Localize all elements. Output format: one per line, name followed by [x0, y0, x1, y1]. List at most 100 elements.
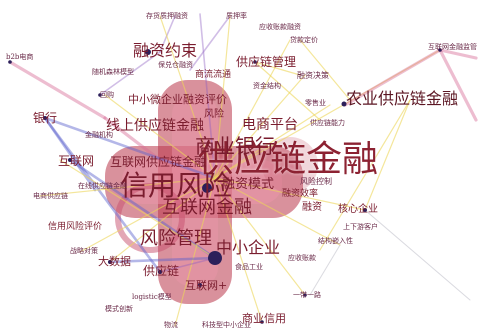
- node-dot: [158, 270, 162, 274]
- node-dot: [68, 158, 72, 162]
- edge: [104, 94, 216, 179]
- node-dot: [145, 49, 151, 55]
- edge: [319, 99, 411, 251]
- cluster-halo: [262, 137, 318, 193]
- keyword-label: 商业银行: [195, 134, 275, 158]
- keyword-label: 贷款定价: [290, 36, 318, 44]
- keyword-label: 供应链管理: [236, 55, 297, 69]
- edge: [309, 244, 341, 296]
- node-dot: [363, 208, 367, 212]
- keyword-label: 互联网金融监管: [428, 43, 477, 51]
- keyword-label: 农业供应链金融: [346, 89, 459, 108]
- edge: [59, 159, 216, 259]
- keyword-label: 供应链金融: [198, 139, 379, 180]
- node-dot: [341, 101, 347, 107]
- node-dot: [108, 260, 112, 264]
- keyword-label: 融资约束: [133, 41, 198, 60]
- edge: [214, 177, 366, 211]
- keyword-label: 融资决策: [297, 71, 329, 80]
- keyword-label: 科技型中小企业: [202, 321, 251, 329]
- keyword-label: 应收账款: [288, 254, 316, 262]
- edge: [159, 15, 176, 53]
- node-dot: [43, 116, 47, 120]
- edge: [364, 99, 411, 211]
- keyword-label: 线上供应链金融: [106, 118, 204, 134]
- keyword-label: 大数据: [98, 255, 131, 268]
- node-dot: [198, 283, 202, 287]
- edge: [438, 48, 478, 122]
- node-dot: [8, 60, 12, 64]
- keyword-label: 零售业: [305, 99, 326, 107]
- edge: [214, 15, 231, 179]
- keyword-label: 资金结构: [253, 82, 281, 90]
- edge: [103, 116, 162, 162]
- node-dot: [253, 60, 257, 64]
- edge: [214, 74, 306, 179]
- keyword-label: 回购: [100, 91, 114, 99]
- edge: [214, 104, 331, 179]
- keyword-label: 电商平台: [242, 117, 298, 133]
- keyword-label: 结构嵌入性: [318, 237, 353, 245]
- keyword-label: 商业信用: [242, 312, 286, 325]
- edge: [199, 13, 216, 179]
- keyword-label: 互联网供应链金融: [110, 155, 207, 169]
- keyword-label: 电商供应链: [33, 192, 68, 200]
- edge: [214, 49, 441, 179]
- edge: [214, 177, 263, 323]
- node-dot: [438, 48, 442, 52]
- keyword-label: 随机森林模型: [92, 68, 134, 76]
- edge: [214, 39, 291, 179]
- keyword-label: 核心企业: [338, 204, 378, 215]
- keyword-label: 食品工业: [235, 263, 263, 271]
- edge: [254, 61, 301, 76]
- keyword-label: 一带一路: [293, 291, 321, 299]
- keyword-label: logistic模型: [132, 293, 172, 301]
- keyword-label: 质押率: [226, 12, 247, 20]
- keyword-label: 互联网+: [185, 279, 228, 292]
- edge: [364, 209, 471, 301]
- keyword-label: 融资: [302, 202, 322, 213]
- edge: [214, 177, 341, 246]
- edge: [109, 177, 216, 263]
- edge: [159, 15, 216, 179]
- keyword-label: 模式创新: [105, 305, 133, 313]
- keyword-label: 风险: [204, 109, 224, 120]
- edge: [174, 177, 216, 327]
- keyword-label: 上下游客户: [343, 223, 378, 231]
- keyword-label: 保兑仓融资: [158, 61, 193, 69]
- edge: [189, 15, 231, 71]
- edge: [159, 257, 216, 273]
- node-dot: [260, 320, 264, 324]
- keyword-label: 银行: [33, 111, 58, 125]
- node-dot: [98, 93, 102, 97]
- keyword-label: 供应链: [143, 264, 180, 278]
- edge: [214, 177, 306, 296]
- edge: [108, 256, 217, 264]
- edge: [43, 116, 97, 192]
- edge: [68, 158, 217, 260]
- edges: [8, 13, 478, 327]
- keyword-label: 商流流通: [195, 70, 232, 80]
- keyword-label: 风险控制: [300, 177, 332, 186]
- edge: [254, 61, 321, 121]
- keyword-label: b2b电商: [6, 53, 34, 61]
- node-dot: [202, 183, 212, 193]
- keyword-label: 中小企业: [216, 238, 281, 257]
- edge: [438, 48, 478, 60]
- keyword-label: 应收账款融资: [259, 23, 301, 31]
- keyword-label: 融资效率: [282, 189, 319, 199]
- edge: [99, 51, 161, 96]
- edge: [8, 60, 107, 120]
- keyword-label: 互联网: [58, 154, 95, 168]
- keyword-label: 风险管理: [140, 228, 212, 249]
- keyword-label: 金融机构: [85, 131, 113, 139]
- node-dots: [8, 48, 442, 324]
- keyword-label: 中小微企业融资评价: [128, 93, 227, 106]
- edge: [43, 116, 162, 274]
- keyword-label: 存货质押融资: [146, 12, 188, 20]
- keyword-label: 物流: [164, 321, 178, 329]
- edge: [43, 116, 217, 180]
- cluster-ring: [115, 183, 185, 253]
- keyword-label: 融资模式: [222, 177, 275, 192]
